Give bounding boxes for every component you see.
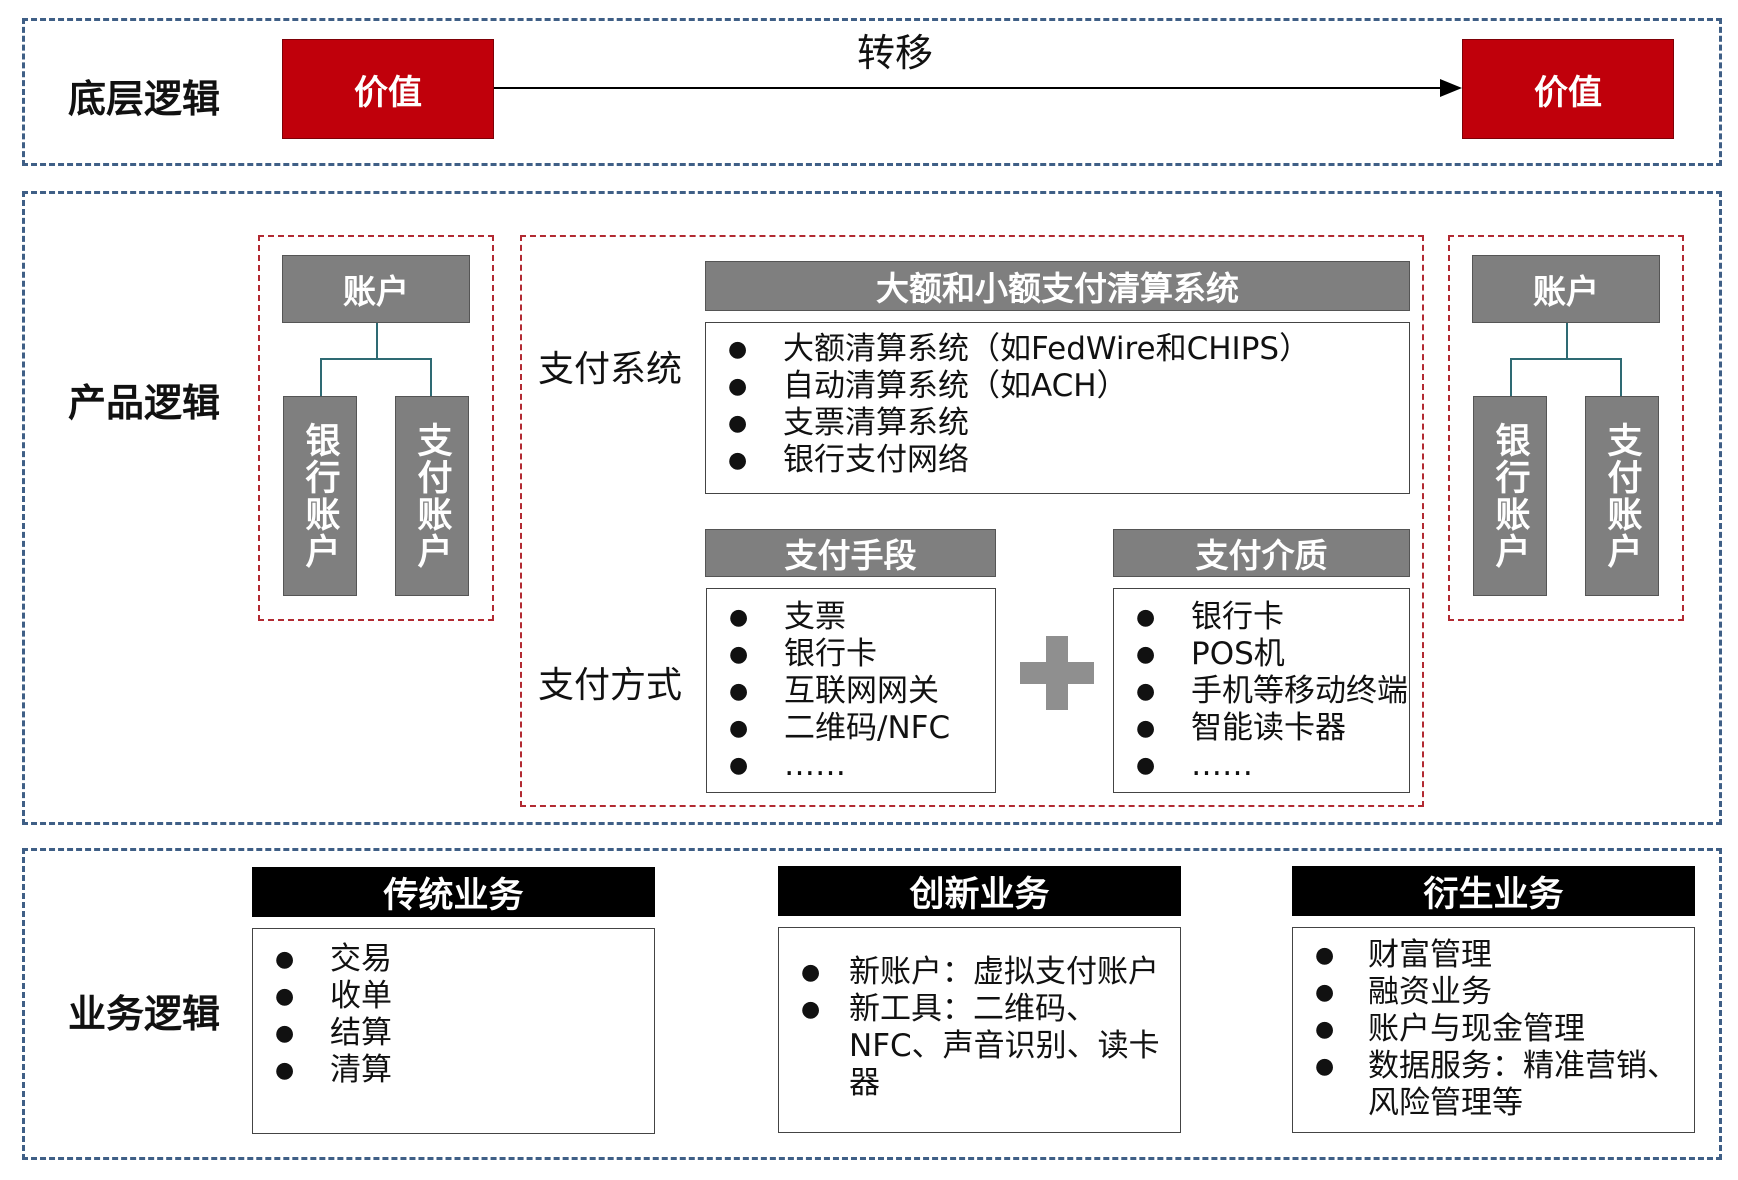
list-item: 新工具：二维码、NFC、声音识别、读卡器 — [779, 991, 1180, 1102]
bank-account-box-right: 银行账户 — [1473, 396, 1547, 596]
list-item: 财富管理 — [1293, 937, 1694, 974]
connector-line — [320, 358, 432, 360]
list-item: 二维码/NFC — [707, 710, 995, 747]
innovative-business-list: 新账户：虚拟支付账户 新工具：二维码、NFC、声音识别、读卡器 — [779, 954, 1180, 1102]
connector-line — [376, 323, 378, 359]
transfer-arrow — [494, 79, 1462, 97]
list-item: 银行支付网络 — [706, 442, 1409, 479]
account-group-right — [1448, 235, 1684, 621]
payment-system-list: 大额清算系统（如FedWire和CHIPS） 自动清算系统（如ACH） 支票清算… — [706, 331, 1409, 479]
list-item: 互联网网关 — [707, 673, 995, 710]
transfer-label: 转移 — [856, 31, 933, 75]
list-item: 银行卡 — [1114, 599, 1409, 636]
list-item: 手机等移动终端 — [1114, 673, 1409, 710]
row-label-product-logic: 产品逻辑 — [68, 381, 221, 425]
product-logic-section — [22, 191, 1722, 825]
payment-medium-list: 银行卡 POS机 手机等移动终端 智能读卡器 …… — [1114, 599, 1409, 784]
list-item: POS机 — [1114, 636, 1409, 673]
payment-means-list-box: 支票 银行卡 互联网网关 二维码/NFC …… — [706, 588, 996, 793]
list-item: 银行卡 — [707, 636, 995, 673]
account-group-left — [258, 235, 494, 621]
bottom-logic-section — [22, 18, 1722, 166]
list-item: 账户与现金管理 — [1293, 1011, 1694, 1048]
connector-line — [1620, 358, 1622, 396]
list-item: 新账户：虚拟支付账户 — [779, 954, 1180, 991]
row-label-bottom-logic: 底层逻辑 — [68, 77, 221, 121]
value-label-right: 价值 — [1534, 72, 1602, 113]
connector-line — [1510, 358, 1622, 360]
list-item: 大额清算系统（如FedWire和CHIPS） — [706, 331, 1409, 368]
innovative-business-list-box: 新账户：虚拟支付账户 新工具：二维码、NFC、声音识别、读卡器 — [778, 927, 1181, 1133]
list-item: 支票清算系统 — [706, 405, 1409, 442]
list-item: 结算 — [253, 1015, 654, 1052]
traditional-business-list-box: 交易 收单 结算 清算 — [252, 928, 655, 1134]
connector-line — [320, 358, 322, 396]
list-item: …… — [1114, 747, 1409, 784]
traditional-business-list: 交易 收单 结算 清算 — [253, 941, 654, 1089]
list-item: …… — [707, 747, 995, 784]
payment-system-label: 支付系统 — [538, 349, 683, 390]
payment-means-list: 支票 银行卡 互联网网关 二维码/NFC …… — [707, 599, 995, 784]
payment-system-list-box: 大额清算系统（如FedWire和CHIPS） 自动清算系统（如ACH） 支票清算… — [705, 322, 1410, 494]
value-box-left: 价值 — [282, 39, 494, 139]
value-box-right: 价值 — [1462, 39, 1674, 139]
payment-medium-list-box: 银行卡 POS机 手机等移动终端 智能读卡器 …… — [1113, 588, 1410, 793]
derivative-business-list: 财富管理 融资业务 账户与现金管理 数据服务：精准营销、风险管理等 — [1293, 937, 1694, 1122]
list-item: 收单 — [253, 978, 654, 1015]
list-item: 清算 — [253, 1052, 654, 1089]
connector-line — [1510, 358, 1512, 396]
list-item: 数据服务：精准营销、风险管理等 — [1293, 1048, 1694, 1122]
payment-account-box-right: 支付账户 — [1585, 396, 1659, 596]
business-logic-section — [22, 848, 1722, 1160]
payment-method-label: 支付方式 — [538, 665, 683, 706]
bank-account-box-left: 银行账户 — [283, 396, 357, 596]
row-label-business-logic: 业务逻辑 — [68, 992, 221, 1036]
payment-means-header: 支付手段 — [705, 529, 996, 577]
payment-group — [520, 235, 1424, 807]
connector-line — [1566, 323, 1568, 359]
connector-line — [430, 358, 432, 396]
plus-icon-vertical — [1046, 636, 1068, 710]
payment-medium-header: 支付介质 — [1113, 529, 1410, 577]
list-item: 支票 — [707, 599, 995, 636]
account-title-left: 账户 — [282, 255, 470, 323]
list-item: 自动清算系统（如ACH） — [706, 368, 1409, 405]
value-label-left: 价值 — [354, 72, 422, 113]
list-item: 融资业务 — [1293, 974, 1694, 1011]
traditional-business-header: 传统业务 — [252, 867, 655, 917]
list-item: 智能读卡器 — [1114, 710, 1409, 747]
derivative-business-list-box: 财富管理 融资业务 账户与现金管理 数据服务：精准营销、风险管理等 — [1292, 927, 1695, 1133]
derivative-business-header: 衍生业务 — [1292, 866, 1695, 916]
payment-system-header: 大额和小额支付清算系统 — [705, 261, 1410, 311]
list-item: 交易 — [253, 941, 654, 978]
innovative-business-header: 创新业务 — [778, 866, 1181, 916]
payment-account-box-left: 支付账户 — [395, 396, 469, 596]
account-title-right: 账户 — [1472, 255, 1660, 323]
